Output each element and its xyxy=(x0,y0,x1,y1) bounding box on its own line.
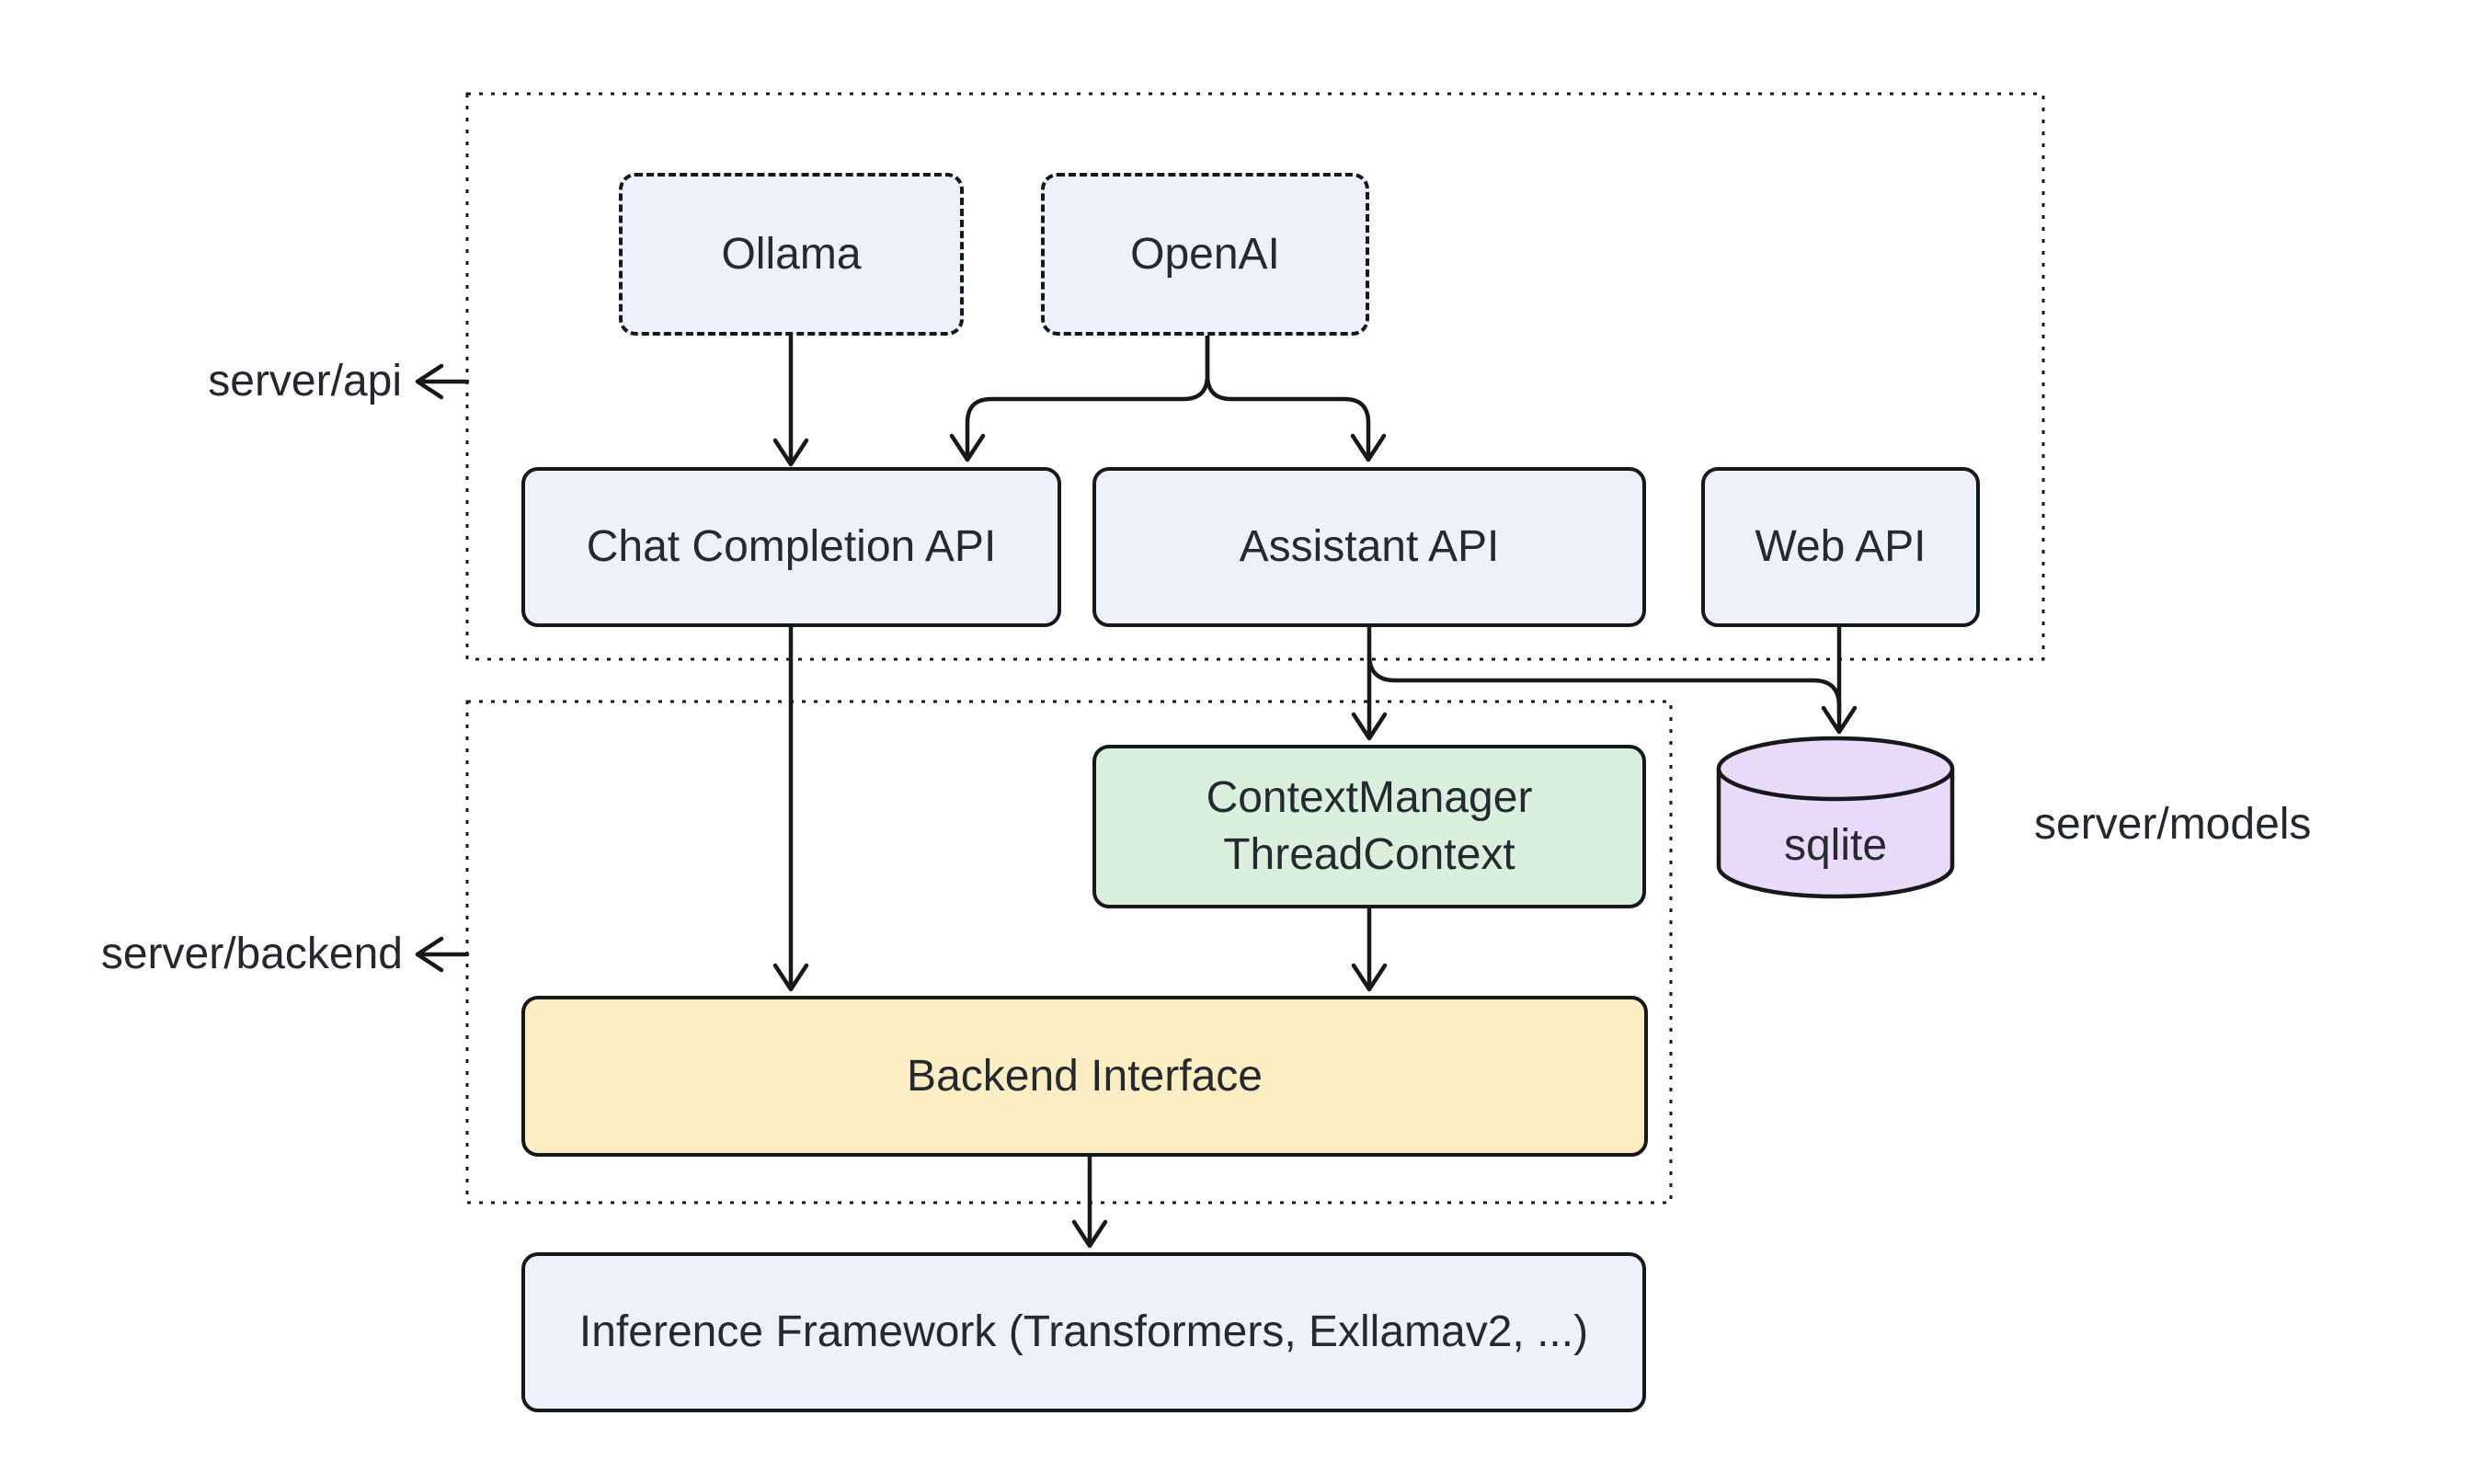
label-server-backend: server/backend xyxy=(100,930,403,978)
node-ollama: Ollama xyxy=(619,173,964,336)
node-web-api-label: Web API xyxy=(1755,522,1927,571)
container-server-api xyxy=(465,92,2045,661)
node-chat-completion-api: Chat Completion API xyxy=(521,467,1061,627)
node-context-manager: ContextManager ThreadContext xyxy=(1092,745,1646,908)
sqlite-cylinder-top xyxy=(1716,736,1955,802)
node-openai-label: OpenAI xyxy=(1130,229,1280,279)
node-backend-interface-label: Backend Interface xyxy=(907,1051,1263,1101)
edge-chat-completion-to-backend-interface xyxy=(772,624,809,992)
node-chat-completion-api-label: Chat Completion API xyxy=(586,522,997,571)
edge-backend-interface-to-inference xyxy=(1071,1154,1108,1249)
edge-openai-to-assistant xyxy=(1205,333,1387,462)
sqlite-label: sqlite xyxy=(1783,821,1888,870)
node-ollama-label: Ollama xyxy=(721,229,862,279)
node-context-manager-line2: ThreadContext xyxy=(1223,830,1515,879)
node-backend-interface: Backend Interface xyxy=(521,996,1648,1157)
edge-assistant-to-sqlite xyxy=(1367,652,1842,715)
edge-ollama-to-chat-completion xyxy=(772,333,809,467)
node-openai: OpenAI xyxy=(1041,173,1369,336)
node-web-api: Web API xyxy=(1701,467,1980,627)
node-context-manager-line1: ContextManager xyxy=(1206,773,1533,822)
node-assistant-api-label: Assistant API xyxy=(1239,522,1500,571)
node-inference-framework-label: Inference Framework (Transformers, Exlla… xyxy=(578,1307,1589,1356)
node-inference-framework: Inference Framework (Transformers, Exlla… xyxy=(521,1252,1646,1412)
label-server-api: server/api xyxy=(208,357,402,405)
sqlite-cylinder xyxy=(1716,736,1955,899)
label-server-models: server/models xyxy=(2034,800,2312,849)
edge-web-api-to-sqlite xyxy=(1821,624,1858,735)
container-server-backend xyxy=(465,700,1673,1204)
node-assistant-api: Assistant API xyxy=(1092,467,1646,627)
edge-assistant-to-context-manager xyxy=(1351,624,1388,741)
server-backend-label-arrow xyxy=(415,936,470,973)
sqlite-cylinder-body xyxy=(1716,769,1955,899)
edge-openai-to-chat-completion xyxy=(949,333,1210,462)
server-api-label-arrow xyxy=(415,363,470,400)
edge-context-manager-to-backend-interface xyxy=(1351,906,1388,992)
